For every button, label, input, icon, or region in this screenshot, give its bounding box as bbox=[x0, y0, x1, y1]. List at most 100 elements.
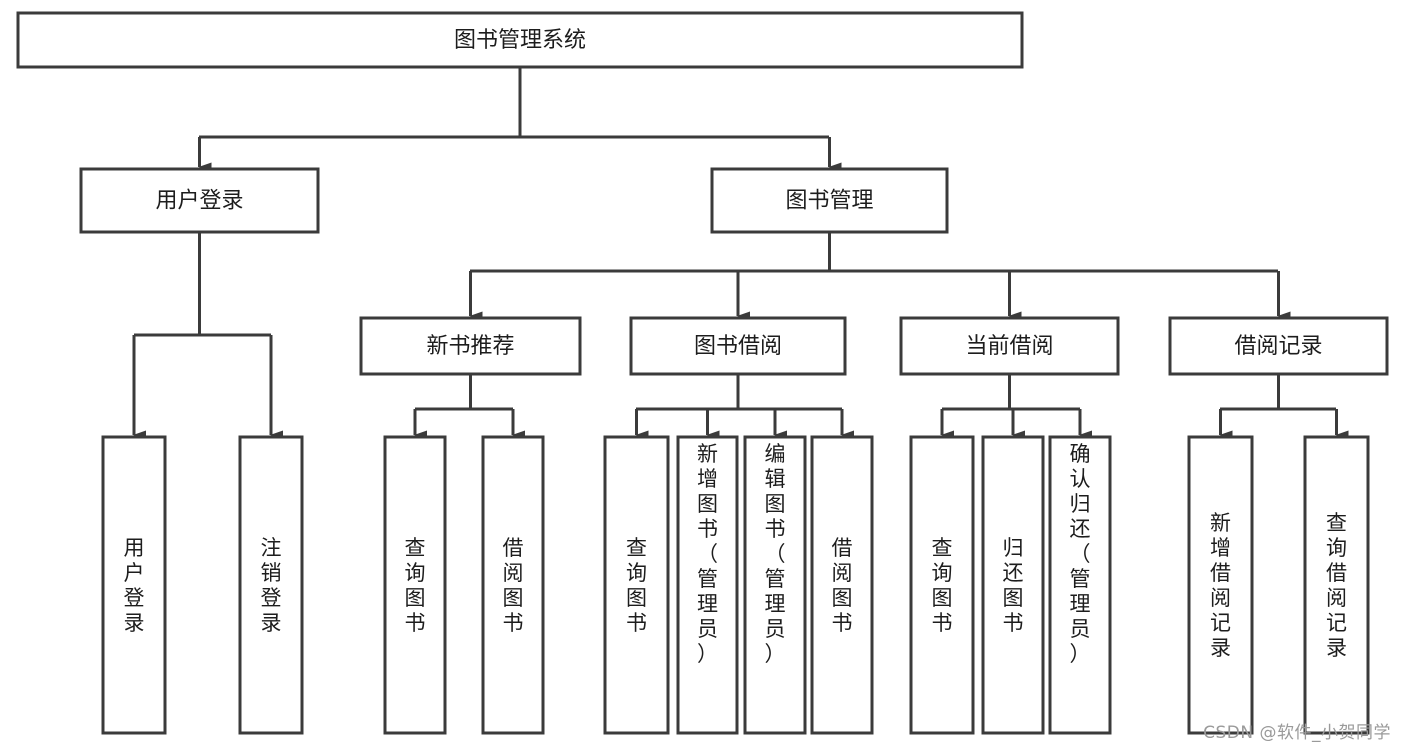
svg-text:增: 增 bbox=[1210, 536, 1231, 560]
svg-text:员: 员 bbox=[1070, 617, 1091, 641]
leaf-6-编辑图书管理员[interactable] bbox=[743, 435, 807, 735]
svg-text:还: 还 bbox=[1003, 561, 1024, 585]
svg-text:确: 确 bbox=[1070, 442, 1091, 466]
svg-text:查: 查 bbox=[405, 536, 426, 560]
connector-layer bbox=[132, 67, 1349, 440]
svg-text:归: 归 bbox=[1070, 492, 1091, 516]
svg-text:借: 借 bbox=[1326, 561, 1347, 585]
leaf-9-归还图书[interactable] bbox=[981, 435, 1045, 735]
svg-text:编: 编 bbox=[765, 442, 786, 466]
svg-text:）: ） bbox=[765, 642, 786, 666]
svg-text:书: 书 bbox=[932, 611, 953, 635]
leaf-12-查询借阅记录[interactable] bbox=[1303, 435, 1370, 735]
svg-text:用: 用 bbox=[124, 536, 145, 560]
svg-text:管: 管 bbox=[1070, 567, 1091, 591]
svg-text:阅: 阅 bbox=[503, 561, 524, 585]
svg-text:询: 询 bbox=[405, 561, 426, 585]
node-l2-用户登录[interactable] bbox=[79, 167, 320, 234]
svg-text:归: 归 bbox=[1003, 536, 1024, 560]
svg-text:询: 询 bbox=[932, 561, 953, 585]
svg-text:借: 借 bbox=[1210, 561, 1231, 585]
svg-text:增: 增 bbox=[697, 467, 718, 491]
svg-text:图: 图 bbox=[932, 586, 953, 610]
svg-text:借: 借 bbox=[832, 536, 853, 560]
svg-text:理: 理 bbox=[697, 592, 718, 616]
node-l2-图书管理-label: 图书管理 bbox=[785, 189, 873, 214]
leaf-1-注销登录[interactable] bbox=[238, 435, 304, 735]
svg-text:图: 图 bbox=[765, 492, 786, 516]
svg-text:借: 借 bbox=[503, 536, 524, 560]
svg-text:还: 还 bbox=[1070, 517, 1091, 541]
leaf-4-查询图书[interactable] bbox=[603, 435, 670, 735]
svg-text:新: 新 bbox=[697, 442, 718, 466]
svg-text:辑: 辑 bbox=[765, 467, 786, 491]
svg-text:户: 户 bbox=[124, 561, 145, 585]
svg-text:查: 查 bbox=[626, 536, 647, 560]
svg-text:（: （ bbox=[1070, 542, 1091, 566]
svg-text:阅: 阅 bbox=[832, 561, 853, 585]
leaf-10-确认归还管理员[interactable] bbox=[1048, 435, 1112, 735]
svg-text:认: 认 bbox=[1070, 467, 1091, 491]
svg-text:图: 图 bbox=[503, 586, 524, 610]
node-l3-新书推荐-label: 新书推荐 bbox=[426, 334, 514, 359]
svg-text:理: 理 bbox=[765, 592, 786, 616]
node-l3-借阅记录[interactable] bbox=[1168, 316, 1389, 376]
svg-text:书: 书 bbox=[765, 517, 786, 541]
svg-text:）: ） bbox=[1070, 642, 1091, 666]
svg-text:书: 书 bbox=[405, 611, 426, 635]
node-l3-当前借阅[interactable] bbox=[899, 316, 1120, 376]
leaf-5-新增图书管理员[interactable] bbox=[676, 435, 739, 735]
svg-text:书: 书 bbox=[626, 611, 647, 635]
svg-text:登: 登 bbox=[124, 586, 145, 610]
node-l3-当前借阅-label: 当前借阅 bbox=[965, 334, 1053, 359]
leaf-11-新增借阅记录[interactable] bbox=[1187, 435, 1254, 735]
svg-text:（: （ bbox=[697, 542, 718, 566]
svg-text:图: 图 bbox=[405, 586, 426, 610]
svg-text:登: 登 bbox=[261, 586, 282, 610]
leaf-8-查询图书[interactable] bbox=[909, 435, 975, 735]
svg-text:书: 书 bbox=[1003, 611, 1024, 635]
node-root-图书管理系统[interactable] bbox=[16, 11, 1024, 69]
leaf-2-查询图书[interactable] bbox=[383, 435, 447, 735]
node-root-图书管理系统-label: 图书管理系统 bbox=[454, 28, 586, 53]
leaf-3-借阅图书[interactable] bbox=[481, 435, 545, 735]
svg-text:注: 注 bbox=[261, 536, 282, 560]
svg-text:新: 新 bbox=[1210, 511, 1231, 535]
svg-text:查: 查 bbox=[932, 536, 953, 560]
node-l3-图书借阅[interactable] bbox=[629, 316, 847, 376]
svg-text:记: 记 bbox=[1210, 611, 1231, 635]
svg-text:书: 书 bbox=[503, 611, 524, 635]
svg-text:图: 图 bbox=[832, 586, 853, 610]
svg-text:书: 书 bbox=[697, 517, 718, 541]
node-l2-图书管理[interactable] bbox=[710, 167, 949, 234]
svg-text:书: 书 bbox=[832, 611, 853, 635]
svg-text:员: 员 bbox=[697, 617, 718, 641]
svg-text:（: （ bbox=[765, 542, 786, 566]
svg-text:录: 录 bbox=[1210, 636, 1231, 660]
node-box-layer bbox=[16, 11, 1389, 735]
svg-text:员: 员 bbox=[765, 617, 786, 641]
svg-text:图: 图 bbox=[626, 586, 647, 610]
svg-text:录: 录 bbox=[124, 611, 145, 635]
node-l2-用户登录-label: 用户登录 bbox=[155, 189, 243, 214]
svg-text:记: 记 bbox=[1326, 611, 1347, 635]
leaf-0-用户登录[interactable] bbox=[101, 435, 167, 735]
svg-text:询: 询 bbox=[1326, 536, 1347, 560]
leaf-7-借阅图书[interactable] bbox=[810, 435, 874, 735]
node-l3-新书推荐[interactable] bbox=[359, 316, 582, 376]
svg-text:图: 图 bbox=[697, 492, 718, 516]
